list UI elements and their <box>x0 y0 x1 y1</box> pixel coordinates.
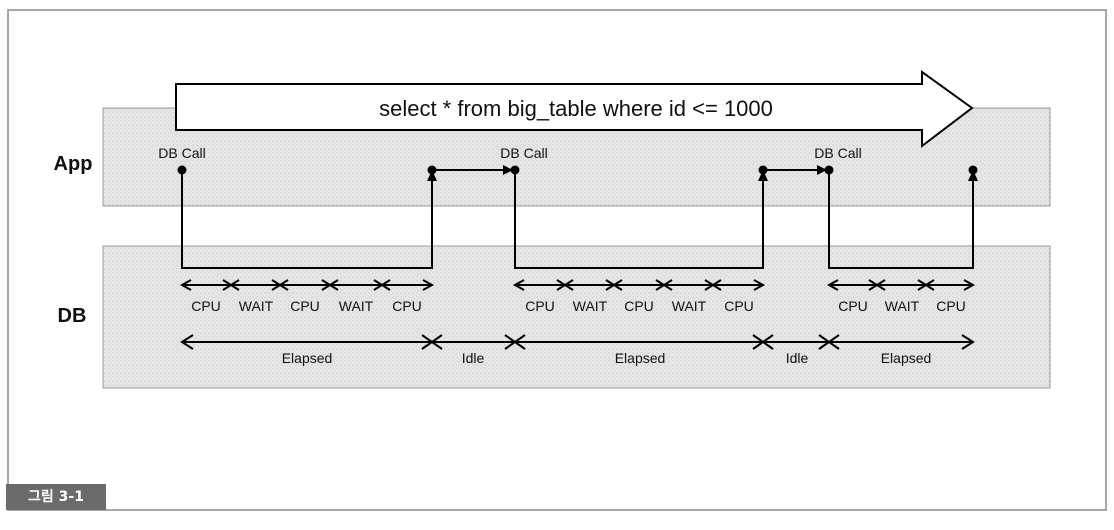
idle-label: Idle <box>786 350 809 366</box>
call-dots <box>177 165 978 175</box>
segment-label-wait: WAIT <box>339 298 374 314</box>
db-lane <box>102 245 1051 389</box>
segment-label-cpu: CPU <box>525 298 555 314</box>
db-call-label: DB Call <box>158 145 205 161</box>
call-path-2 <box>514 170 764 269</box>
segment-label-cpu: CPU <box>392 298 422 314</box>
segment-label-cpu: CPU <box>290 298 320 314</box>
segment-label-wait: WAIT <box>672 298 707 314</box>
db-lane-label: DB <box>58 305 87 327</box>
query-arrow <box>175 70 974 149</box>
segment-labels: CPU WAIT CPU WAIT CPU CPU WAIT CPU WAIT … <box>191 298 966 314</box>
elapsed-label: Elapsed <box>881 350 932 366</box>
segment-label-cpu: CPU <box>191 298 221 314</box>
segment-label-wait: WAIT <box>239 298 274 314</box>
call-path-3 <box>828 170 974 269</box>
app-lane-label: App <box>54 153 93 175</box>
query-text: select * from big_table where id <= 1000 <box>379 96 773 121</box>
figure-caption: 그림 3-1 <box>28 489 84 505</box>
period-arrows <box>180 334 975 350</box>
segment-label-cpu: CPU <box>936 298 966 314</box>
elapsed-label: Elapsed <box>282 350 333 366</box>
segment-arrows <box>179 279 976 291</box>
segment-label-wait: WAIT <box>885 298 920 314</box>
figure-caption-box <box>6 484 106 510</box>
segment-label-cpu: CPU <box>838 298 868 314</box>
idle-label: Idle <box>462 350 485 366</box>
elapsed-label: Elapsed <box>615 350 666 366</box>
db-call-label: DB Call <box>500 145 547 161</box>
call-path-1 <box>181 170 433 269</box>
app-connector-arrowhead <box>817 165 827 175</box>
segment-label-cpu: CPU <box>724 298 754 314</box>
db-call-label: DB Call <box>814 145 861 161</box>
segment-label-cpu: CPU <box>624 298 654 314</box>
segment-label-wait: WAIT <box>573 298 608 314</box>
app-connector-arrowhead <box>503 165 513 175</box>
return-arrowheads <box>427 170 978 181</box>
